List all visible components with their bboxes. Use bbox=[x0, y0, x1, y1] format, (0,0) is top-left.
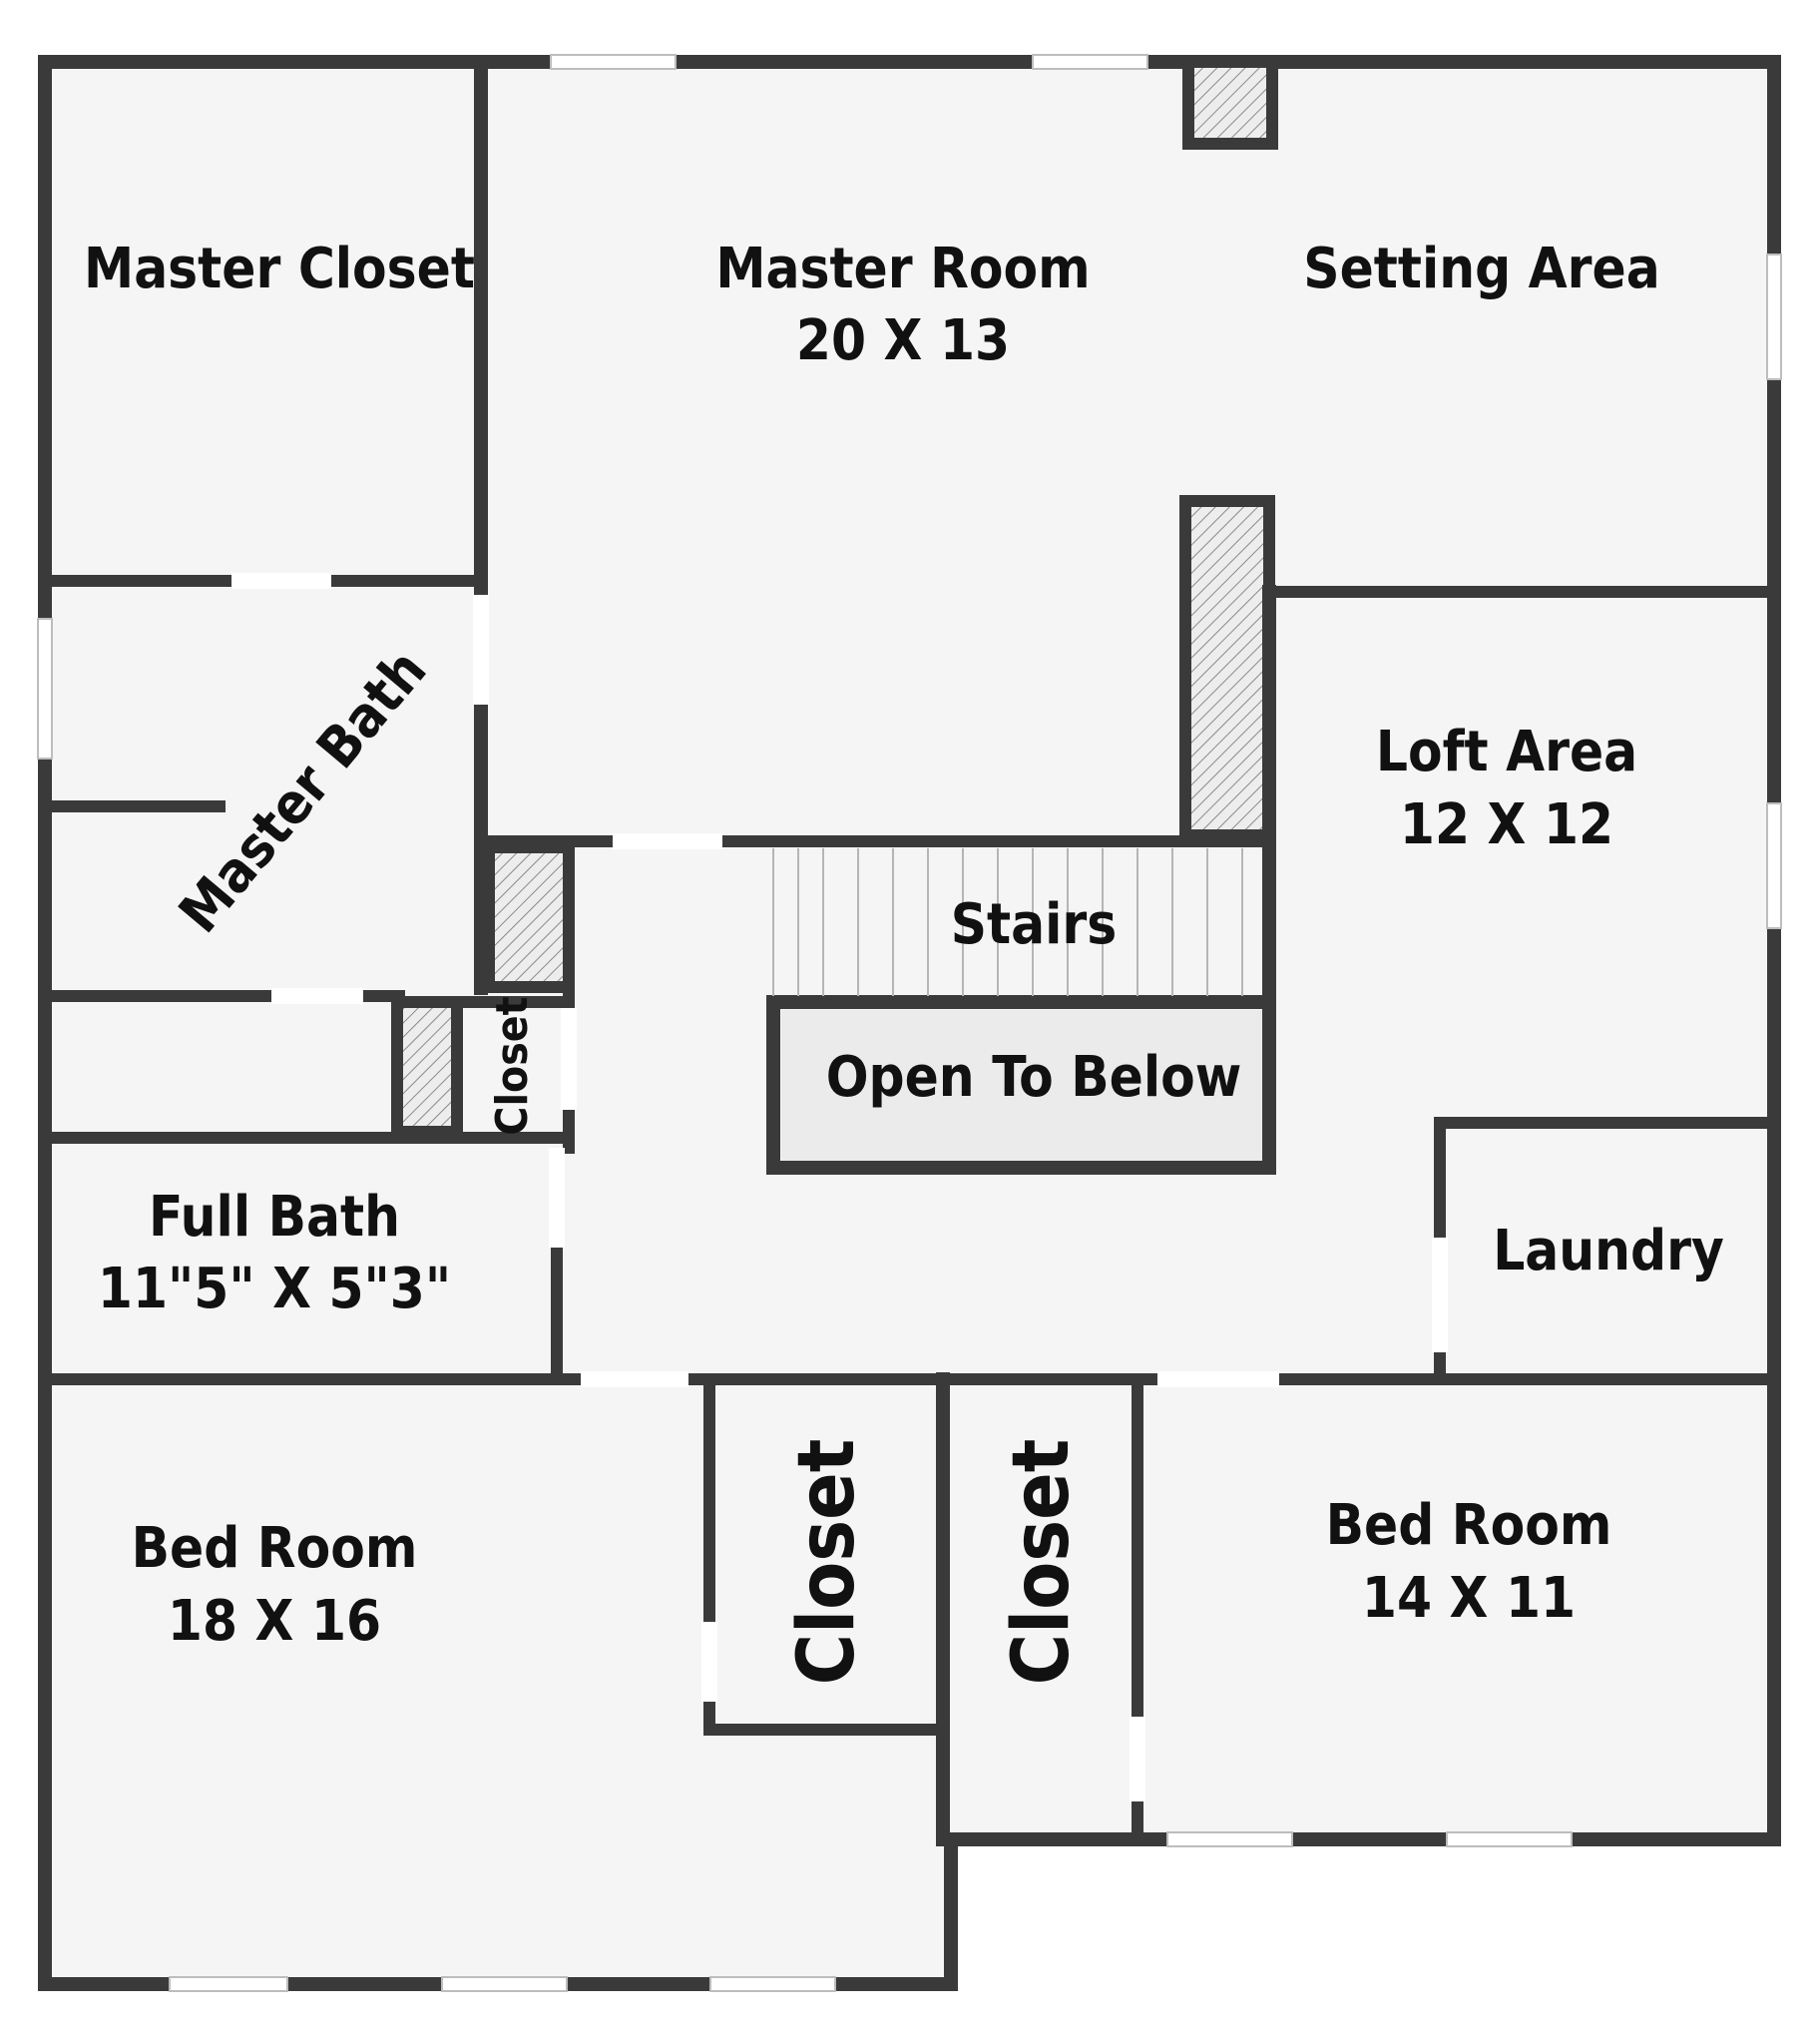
closet-1-label: Closet bbox=[782, 1439, 872, 1686]
loft-area-label: Loft Area bbox=[1376, 720, 1637, 784]
windows bbox=[37, 54, 1782, 1992]
hatch-block-b bbox=[391, 996, 463, 1138]
master-closet-label: Master Closet bbox=[84, 237, 475, 301]
stair-treads bbox=[772, 848, 1243, 996]
setting-area-label: Setting Area bbox=[1303, 237, 1659, 301]
stairs-label: Stairs bbox=[951, 892, 1117, 957]
column-center bbox=[1179, 495, 1275, 841]
closet-2-label: Closet bbox=[997, 1439, 1087, 1686]
bed-room-1-label: Bed Room bbox=[132, 1516, 418, 1581]
small-closet-label: Closet bbox=[487, 996, 538, 1135]
bed-room-2-label: Bed Room bbox=[1326, 1493, 1612, 1558]
hatch-block-a bbox=[483, 841, 575, 993]
loft-area-size: 12 X 12 bbox=[1400, 792, 1613, 857]
open-to-below-box bbox=[766, 995, 1276, 1175]
full-bath-size: 11"5" X 5"3" bbox=[98, 1257, 451, 1321]
full-bath-label: Full Bath bbox=[149, 1185, 400, 1250]
walls bbox=[38, 55, 1781, 1991]
chimney-top bbox=[1182, 56, 1278, 150]
laundry-label: Laundry bbox=[1493, 1219, 1724, 1283]
openings bbox=[231, 573, 1448, 1801]
master-room-label: Master Room bbox=[715, 237, 1090, 301]
master-room-size: 20 X 13 bbox=[796, 308, 1010, 373]
bed-room-1-size: 18 X 16 bbox=[168, 1589, 381, 1654]
open-to-below-label: Open To Below bbox=[826, 1045, 1242, 1110]
open-to-below-fill bbox=[781, 1010, 1267, 1162]
bed-room-2-size: 14 X 11 bbox=[1362, 1566, 1576, 1631]
